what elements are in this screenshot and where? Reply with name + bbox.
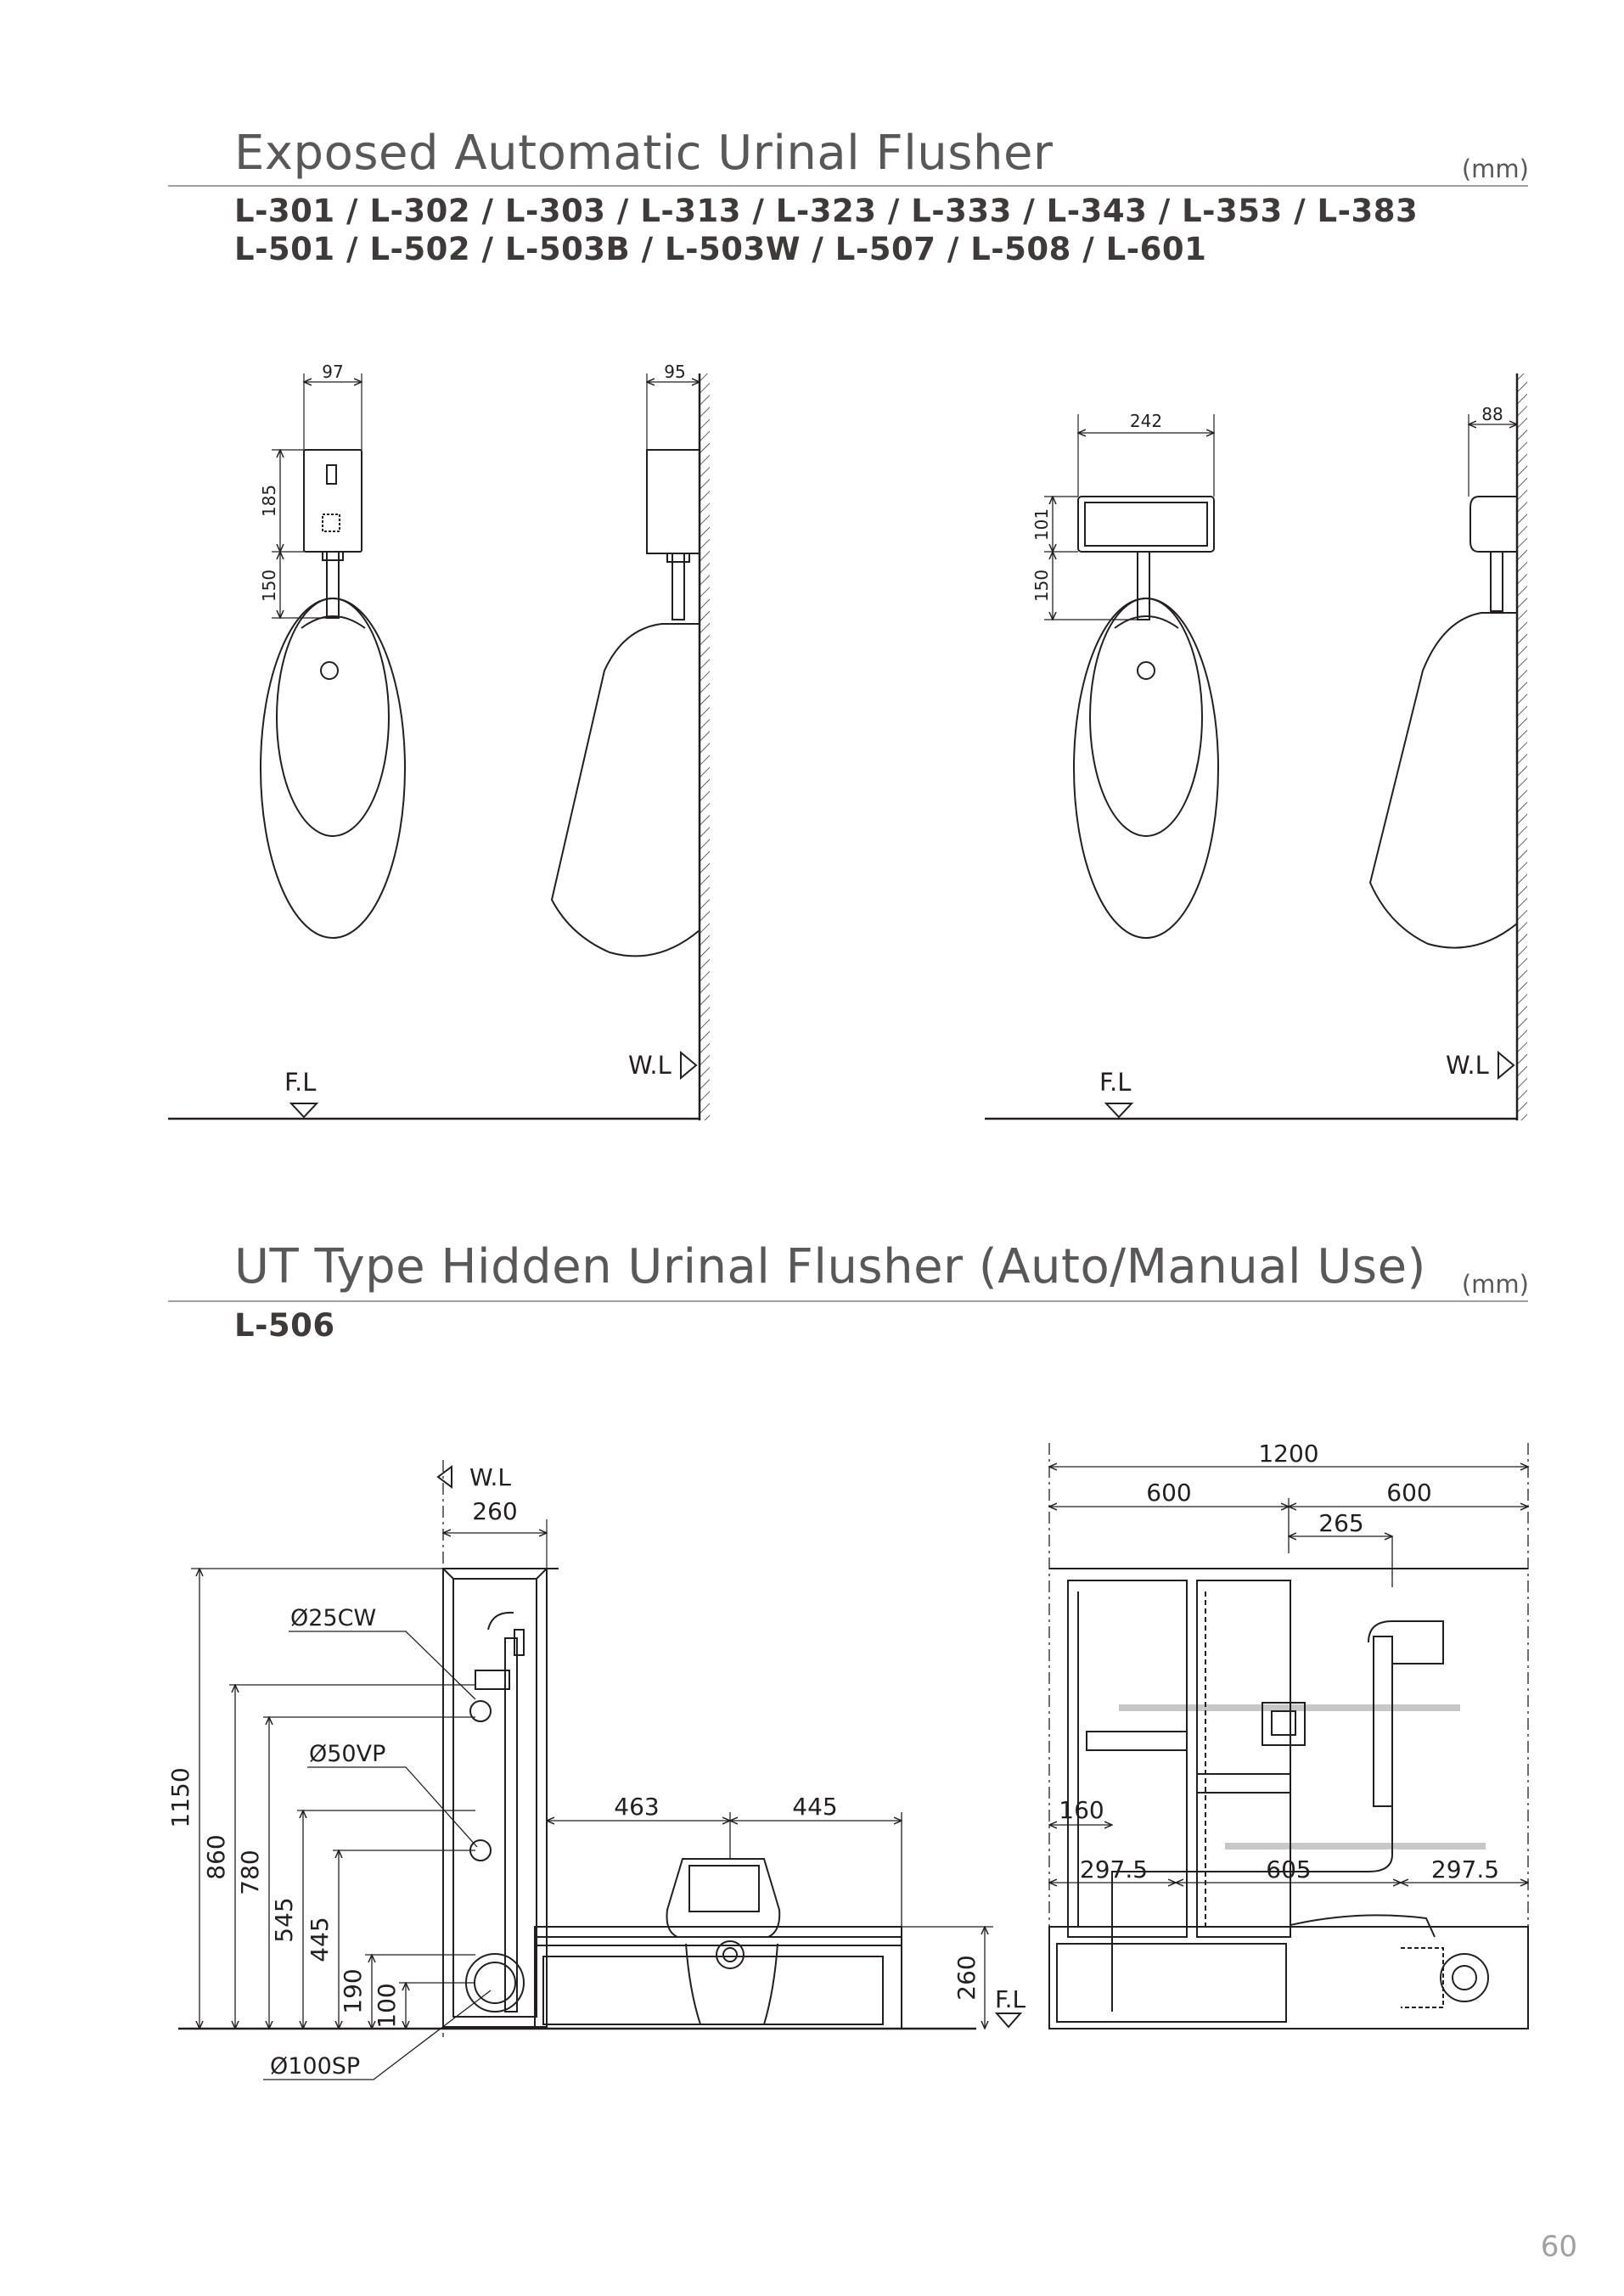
drawing1-dim-depth: 95 <box>664 362 685 382</box>
drawing2-wall-hatch <box>1517 373 1527 1120</box>
drawing1-dim-width: 97 <box>322 362 343 382</box>
drawing3-side-section <box>178 1460 976 2037</box>
drawing1-wall-hatch <box>700 373 710 1120</box>
dim-297-5-right: 297.5 <box>1431 1855 1499 1883</box>
dim-160: 160 <box>1059 1796 1104 1824</box>
dim-297-5-left: 297.5 <box>1080 1855 1148 1883</box>
dim-265: 265 <box>1318 1509 1363 1537</box>
drawing4-front-section <box>1048 1443 1529 2029</box>
drawing2-dim-box-height: 101 <box>1031 508 1052 541</box>
page-number: 60 <box>1540 2230 1577 2264</box>
dim-600-left: 600 <box>1146 1479 1191 1507</box>
dim-545: 545 <box>270 1897 298 1942</box>
drawing2-floor-label: F.L <box>1099 1068 1131 1097</box>
callout-vp-pipe: Ø50VP <box>309 1741 385 1767</box>
dim-780: 780 <box>236 1850 264 1895</box>
dim-445: 445 <box>306 1917 334 1962</box>
dim-463: 463 <box>614 1793 659 1821</box>
dim-605: 605 <box>1266 1855 1311 1883</box>
section1-unit: (mm) <box>1461 154 1529 183</box>
drawing3-floor-label: F.L <box>995 1985 1026 2013</box>
dim-190: 190 <box>339 1968 367 2013</box>
drawing1-dim-box-height: 185 <box>259 485 279 517</box>
section1-models-line1: L-301 / L-302 / L-303 / L-313 / L-323 / … <box>234 193 1419 229</box>
drawing2-dim-depth: 88 <box>1481 404 1503 424</box>
callout-sp-pipe: Ø100SP <box>270 2053 360 2080</box>
section2-unit: (mm) <box>1461 1270 1529 1299</box>
drawing3-dim-width: 260 <box>472 1497 517 1525</box>
drawing1-front-view <box>260 373 406 939</box>
drawing2-dim-width: 242 <box>1130 411 1162 431</box>
section2-rule <box>168 1300 1528 1302</box>
drawing1-floor-label: F.L <box>284 1068 316 1097</box>
drawing3-height-dims <box>191 1569 475 2029</box>
dim-260-base: 260 <box>952 1955 981 2000</box>
drawing1-dim-pipe-height: 150 <box>259 570 279 602</box>
drawing2-wall-label: W.L <box>1446 1051 1489 1080</box>
dim-600-right: 600 <box>1386 1479 1431 1507</box>
callout-cw-pipe: Ø25CW <box>290 1605 376 1631</box>
section1-rule <box>168 185 1528 187</box>
dim-445-horizontal: 445 <box>792 1793 837 1821</box>
dim-860: 860 <box>202 1834 230 1879</box>
section2-models-line1: L-506 <box>234 1307 335 1344</box>
section1-models-line2: L-501 / L-502 / L-503B / L-503W / L-507 … <box>234 231 1207 267</box>
dim-100: 100 <box>373 1983 401 2028</box>
dim-1150: 1150 <box>166 1767 194 1827</box>
section2-title: UT Type Hidden Urinal Flusher (Auto/Manu… <box>234 1239 1426 1294</box>
drawing1-side-view <box>550 373 700 957</box>
drawing2-dim-pipe-height: 150 <box>1031 570 1052 602</box>
drawing1-wall-label: W.L <box>628 1051 672 1080</box>
dim-1200: 1200 <box>1258 1440 1318 1468</box>
section1-title: Exposed Automatic Urinal Flusher <box>234 126 1054 181</box>
drawing2-side-view <box>1368 414 1517 949</box>
drawing2-front-view <box>1044 414 1219 939</box>
drawing3-wall-label: W.L <box>469 1463 511 1491</box>
